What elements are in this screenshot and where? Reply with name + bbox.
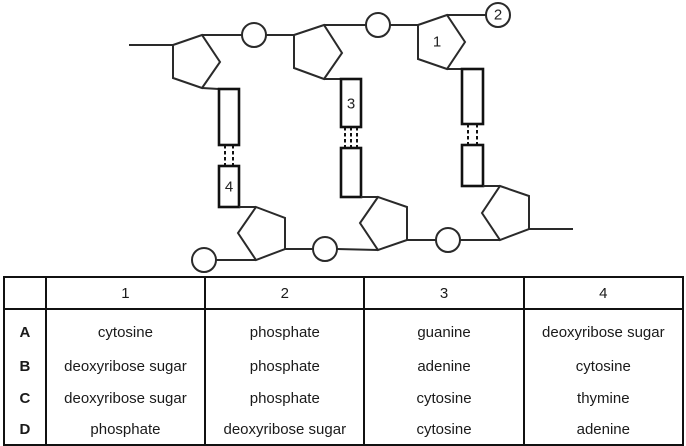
table-cell: phosphate (44, 414, 207, 446)
table-cell: phosphate (204, 382, 366, 414)
base-rectangle (460, 67, 485, 126)
table-cell: deoxyribose sugar (204, 414, 366, 446)
table-cell: phosphate (204, 309, 366, 350)
table-cell: deoxyribose sugar (44, 350, 207, 382)
sugar-pentagon (172, 33, 222, 90)
table-cell: deoxyribose sugar (522, 309, 685, 350)
header-col-2: 2 (204, 276, 366, 310)
table-cell: cytosine (44, 309, 207, 350)
label-4: 4 (225, 179, 233, 196)
base-rectangle (339, 146, 363, 199)
phosphate-circle (435, 227, 461, 253)
sugar-pentagon (293, 23, 344, 81)
table-header-row: 1 2 3 4 (3, 276, 685, 310)
table-row: D phosphate deoxyribose sugar cytosine a… (3, 414, 685, 446)
phosphate-circle (365, 12, 391, 38)
phosphate-circle (312, 236, 338, 262)
sugar-pentagon-1 (417, 13, 467, 71)
option-label: A (3, 309, 47, 350)
dna-diagram: 1 2 4 3 (129, 2, 573, 273)
base-rectangle-4 (217, 164, 241, 209)
table-cell: cytosine (522, 350, 685, 382)
header-col-1: 1 (44, 276, 207, 310)
option-label: C (3, 382, 47, 414)
label-1: 1 (433, 34, 441, 51)
table-cell: thymine (522, 382, 685, 414)
header-col-4: 4 (522, 276, 685, 310)
table-row: C deoxyribose sugar phosphate cytosine t… (3, 382, 685, 414)
table-cell: adenine (522, 414, 685, 446)
bottom-backbone-bond (336, 248, 379, 251)
sugar-pentagon (480, 184, 530, 242)
phosphate-circle-2 (485, 2, 511, 28)
base-rectangle (217, 87, 241, 147)
table-cell: cytosine (363, 414, 525, 446)
label-2: 2 (494, 7, 502, 24)
phosphate-circle (191, 247, 217, 273)
option-label: D (3, 414, 47, 446)
table-cell: cytosine (363, 382, 525, 414)
table-cell: phosphate (204, 350, 366, 382)
table-row: A cytosine phosphate guanine deoxyribose… (3, 309, 685, 350)
table-cell: deoxyribose sugar (44, 382, 207, 414)
phosphate-circle (241, 22, 267, 48)
table-cell: guanine (363, 309, 525, 350)
label-3: 3 (347, 96, 355, 113)
sugar-base-bond (201, 87, 220, 90)
option-label: B (3, 350, 47, 382)
sugar-pentagon (358, 195, 408, 252)
answer-table: 1 2 3 4 A cytosine phosphate guanine deo… (3, 276, 685, 446)
table-cell: adenine (363, 350, 525, 382)
header-corner (3, 276, 47, 310)
sugar-pentagon (236, 205, 286, 262)
header-col-3: 3 (363, 276, 525, 310)
table-row: B deoxyribose sugar phosphate adenine cy… (3, 350, 685, 382)
base-rectangle (460, 143, 485, 188)
